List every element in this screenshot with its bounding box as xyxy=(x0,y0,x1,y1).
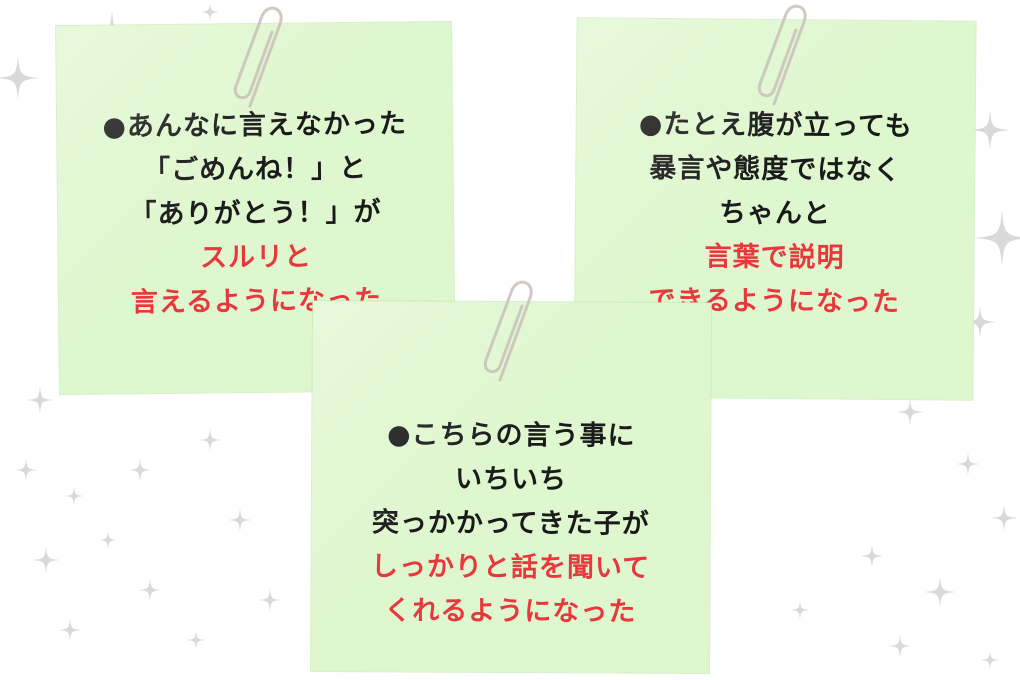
paperclip-icon xyxy=(483,280,533,382)
sparkle-icon xyxy=(970,110,1010,150)
note-3-line-2: いちいち xyxy=(454,463,568,496)
note-1-text: ●あんなに言えなかった 「ごめんね！」と 「ありがとう！」が スルリと 言えるよ… xyxy=(57,102,454,326)
paperclip-icon xyxy=(757,4,807,106)
sparkle-icon xyxy=(980,650,1000,670)
note-3-line-4: しっかりと話を聞いて xyxy=(370,551,651,584)
sparkle-icon xyxy=(138,578,162,602)
sparkle-icon xyxy=(0,56,40,100)
sparkle-icon xyxy=(200,2,220,22)
sparkle-icon xyxy=(128,458,152,482)
note-2-line-4: 言葉で説明 xyxy=(704,241,845,274)
note-2-line-3: ちゃんと xyxy=(718,197,832,230)
sparkle-icon xyxy=(888,634,912,658)
sparkle-icon xyxy=(32,546,60,574)
note-3-line-3: 突っかかってきた子が xyxy=(371,507,650,540)
sparkle-icon xyxy=(990,504,1018,532)
sparkle-icon xyxy=(26,386,54,414)
sparkle-icon xyxy=(58,618,82,642)
note-2-text: ●たとえ腹が立っても 暴言や態度ではなく ちゃんと 言葉で説明 できるようになっ… xyxy=(575,102,975,325)
sparkle-icon xyxy=(974,210,1020,266)
note-3-text: ●こちらの言う事に いちいち 突っかかってきた子が しっかりと話を聞いて くれる… xyxy=(311,413,710,635)
sparkle-icon xyxy=(228,508,252,532)
sparkle-icon xyxy=(860,544,884,568)
sparkle-icon xyxy=(956,452,980,476)
sparkle-icon xyxy=(924,576,956,608)
note-1-line-3: 「ありがとう！」が xyxy=(129,196,382,231)
sparkle-icon xyxy=(790,600,810,620)
note-1-line-4: スルリと xyxy=(199,241,313,274)
paperclip-icon xyxy=(233,6,283,108)
sparkle-icon xyxy=(186,630,206,650)
note-2-line-2: 暴言や態度ではなく xyxy=(649,152,902,187)
note-3-line-5: くれるようになった xyxy=(384,595,637,628)
sparkle-icon xyxy=(896,398,924,426)
sparkle-icon xyxy=(64,486,84,506)
sparkle-icon xyxy=(258,588,282,612)
note-1-line-2: 「ごめんね！」と xyxy=(142,152,368,187)
sparkle-icon xyxy=(14,458,38,482)
note-3-line-1: ●こちらの言う事に xyxy=(386,419,636,452)
sparkle-icon xyxy=(98,530,118,550)
sparkle-icon xyxy=(198,428,222,452)
